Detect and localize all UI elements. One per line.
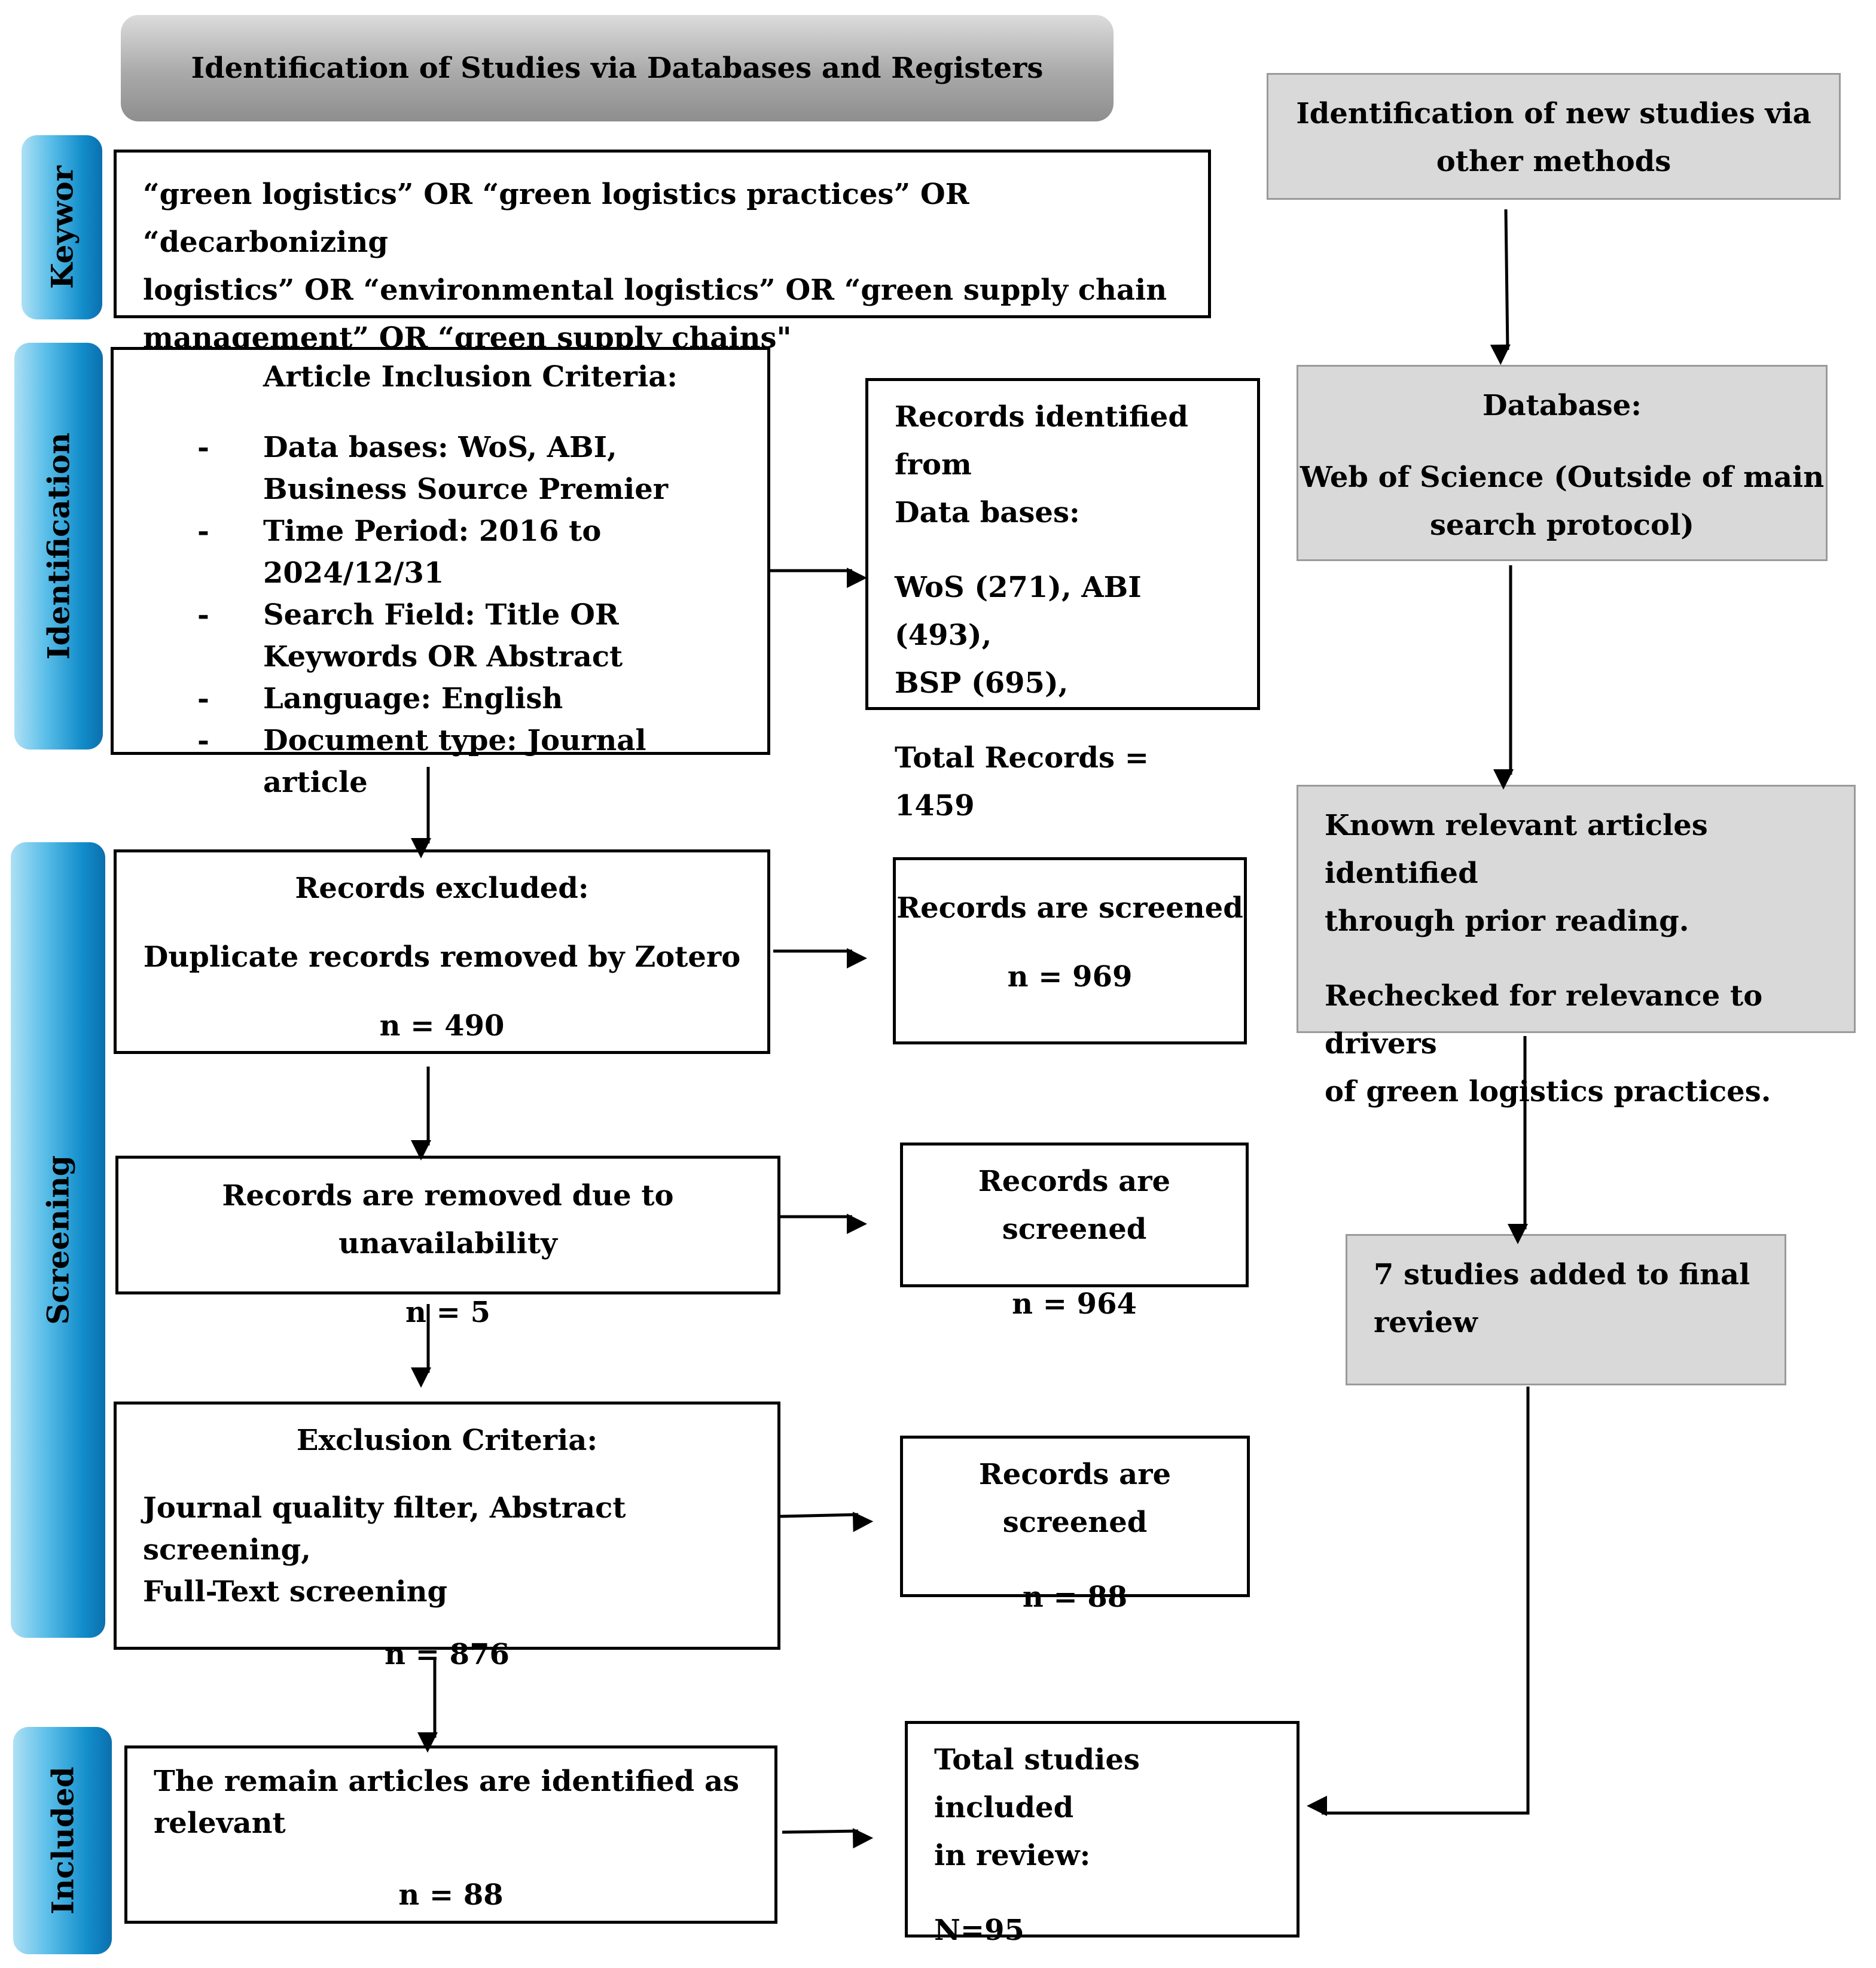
records-screened-title: Records are screened	[978, 1458, 1172, 1539]
side-label-included: Included	[13, 1727, 112, 1954]
remaining-articles-line-2: relevant	[154, 1806, 286, 1840]
records-identified-box: Records identified from Data bases: WoS …	[865, 378, 1260, 822]
records-identified-total: Total Records = 1459	[895, 741, 1149, 822]
keyword-line-1: “green logistics” OR “green logistics pr…	[143, 178, 969, 259]
records-excluded-detail: Duplicate records removed by Zotero	[143, 940, 741, 974]
studies-added-line-2: review	[1374, 1306, 1478, 1339]
remaining-articles-box: The remain articles are identified as re…	[124, 1745, 777, 1924]
other-methods-box: Identification of new studies via other …	[1267, 73, 1841, 200]
other-methods-line-1: Identification of new studies via	[1296, 97, 1811, 130]
inclusion-criteria-box: Article Inclusion Criteria: Data bases: …	[111, 347, 770, 799]
inclusion-criteria-title: Article Inclusion Criteria:	[263, 360, 678, 394]
total-studies-count: N=95	[934, 1914, 1024, 1947]
records-screened-count: n = 964	[1012, 1287, 1137, 1321]
records-screened-title: Records are screened	[978, 1165, 1171, 1246]
database-box-line-2: search protocol)	[1429, 508, 1695, 542]
other-methods-line-2: other methods	[1436, 145, 1671, 178]
remaining-articles-line-1: The remain articles are identified as	[154, 1765, 740, 1798]
known-articles-line-2: through prior reading.	[1325, 904, 1689, 938]
known-articles-box: Known relevant articles identified throu…	[1297, 785, 1856, 1108]
total-studies-line-2: in review:	[934, 1839, 1091, 1872]
studies-added-box: 7 studies added to final review	[1346, 1234, 1786, 1385]
arrow-exclusion-to-screened-3	[780, 1512, 874, 1533]
exclusion-criteria-title: Exclusion Criteria:	[296, 1424, 598, 1457]
records-identified-line-3: WoS (271), ABI (493),	[895, 571, 1142, 652]
database-box: Database: Web of Science (Outside of mai…	[1297, 365, 1828, 561]
inclusion-item: Search Field: Title OR Keywords OR Abstr…	[114, 594, 755, 678]
records-screened-box-2: Records are screened n = 964	[900, 1143, 1249, 1321]
keyword-line-2: logistics” OR “environmental logistics” …	[143, 273, 1167, 307]
records-identified-line-2: Data bases:	[895, 496, 1080, 529]
records-screened-title: Records are screened	[896, 891, 1243, 925]
exclusion-criteria-line-1: Journal quality filter, Abstract screeni…	[143, 1491, 626, 1567]
records-unavailable-count: n = 5	[405, 1296, 490, 1329]
remaining-articles-count: n = 88	[398, 1878, 504, 1912]
inclusion-item: Time Period: 2016 to 2024/12/31	[114, 510, 755, 594]
total-studies-box: Total studies included in review: N=95	[905, 1721, 1300, 1947]
exclusion-criteria-count: n = 876	[385, 1638, 510, 1671]
records-excluded-title: Records excluded:	[295, 872, 589, 905]
exclusion-criteria-line-2: Full-Text screening	[143, 1575, 448, 1608]
keyword-box: “green logistics” OR “green logistics pr…	[114, 150, 1211, 355]
records-unavailable-box: Records are removed due to unavailabilit…	[115, 1156, 780, 1329]
inclusion-item: Language: English	[114, 678, 755, 720]
records-identified-line-4: BSP (695),	[895, 666, 1069, 700]
database-box-title: Database:	[1483, 389, 1642, 422]
exclusion-criteria-box: Exclusion Criteria: Journal quality filt…	[114, 1402, 780, 1671]
records-screened-box-3: Records are screened n = 88	[900, 1436, 1250, 1614]
records-unavailable-title: Records are removed due to unavailabilit…	[222, 1179, 674, 1260]
known-articles-line-4: of green logistics practices.	[1325, 1075, 1771, 1108]
arrow-other-methods-to-database	[1490, 209, 1511, 365]
studies-added-line-1: 7 studies added to final	[1374, 1258, 1750, 1291]
inclusion-item: Document type: Journal article	[114, 720, 755, 803]
known-articles-line-3: Rechecked for relevance to drivers	[1325, 979, 1763, 1061]
known-articles-line-1: Known relevant articles identified	[1325, 809, 1708, 890]
main-title: Identification of Studies via Databases …	[121, 15, 1114, 121]
total-studies-line-1: Total studies included	[934, 1743, 1140, 1824]
side-label-keyword: Keywor	[22, 135, 102, 319]
records-excluded-count: n = 490	[379, 1009, 505, 1043]
arrow-remain-to-total	[782, 1828, 874, 1849]
side-label-identification: Identification	[14, 343, 103, 750]
records-identified-line-1: Records identified from	[895, 400, 1188, 482]
records-screened-count: n = 969	[1007, 960, 1133, 994]
side-label-screening: Screening	[11, 842, 105, 1638]
arrow-added-to-total	[1306, 1387, 1530, 1816]
inclusion-item: Data bases: WoS, ABI, Business Source Pr…	[114, 426, 755, 510]
records-excluded-box: Records excluded: Duplicate records remo…	[114, 849, 770, 1054]
records-screened-box-1: Records are screened n = 969	[893, 857, 1247, 1044]
database-box-line-1: Web of Science (Outside of main	[1300, 461, 1825, 494]
records-screened-count: n = 88	[1022, 1580, 1128, 1614]
